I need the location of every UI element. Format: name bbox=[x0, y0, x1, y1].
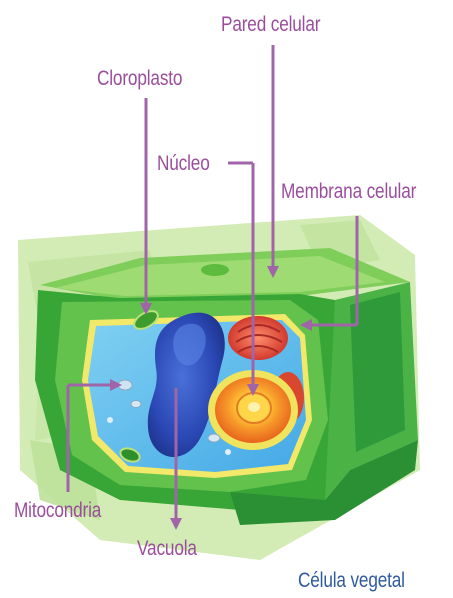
label-nucleo: Núcleo bbox=[157, 153, 210, 174]
diagram-caption: Célula vegetal bbox=[298, 570, 405, 591]
label-pared-celular: Pared celular bbox=[221, 14, 320, 35]
label-cloroplasto: Cloroplasto bbox=[97, 68, 182, 89]
label-vacuola: Vacuola bbox=[137, 538, 197, 559]
label-membrana-celular: Membrana celular bbox=[281, 181, 416, 202]
label-mitocondria: Mitocondria bbox=[14, 500, 101, 521]
